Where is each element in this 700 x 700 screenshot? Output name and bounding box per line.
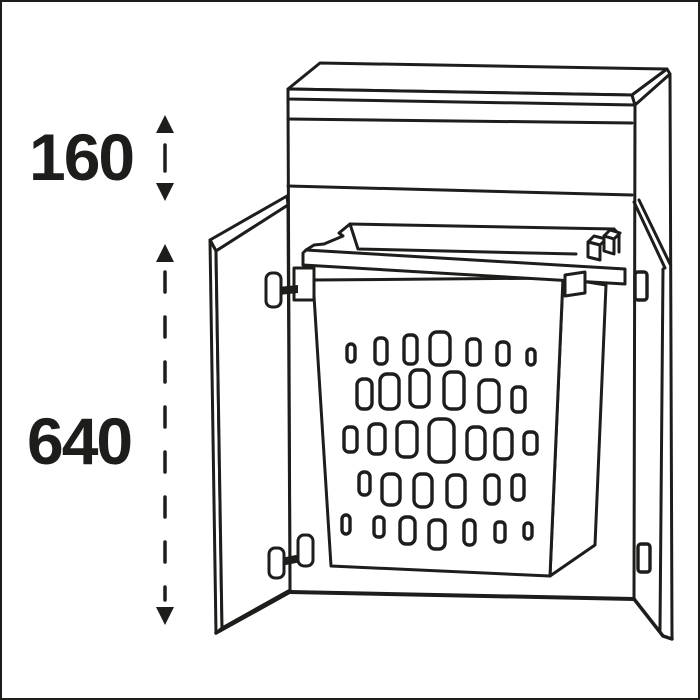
right-panel-inner-top-edge xyxy=(637,198,672,266)
basket-hole xyxy=(493,520,507,544)
basket-hole xyxy=(357,470,372,497)
basket-hole xyxy=(398,515,417,546)
left-door-open xyxy=(208,194,292,635)
basket-hole xyxy=(412,472,434,509)
door-inner-face xyxy=(214,203,292,630)
rail-cube-left-front xyxy=(586,240,602,262)
basket-hole xyxy=(465,425,487,461)
basket-hole xyxy=(510,385,527,414)
laundry-basket xyxy=(292,222,627,578)
right-panel-outer-edge xyxy=(668,72,674,641)
basket-hole xyxy=(340,513,352,536)
basket-hole xyxy=(442,370,466,411)
basket-hole xyxy=(345,342,357,364)
arrow-down-head xyxy=(156,183,174,201)
basket-holes-row3 xyxy=(342,417,539,464)
dimension-640: 640 xyxy=(27,244,174,625)
basket-hole xyxy=(525,347,537,367)
basket-hole xyxy=(373,336,389,366)
right-panel-inner-top-edge xyxy=(632,200,667,270)
rail-left-mount-block xyxy=(292,266,316,302)
rail-front-bar xyxy=(301,248,627,286)
basket-hole xyxy=(395,420,419,459)
hinge-top-bar xyxy=(278,285,298,295)
right-panel-front-edge xyxy=(632,103,637,599)
basket-hole xyxy=(495,340,511,367)
drawer-front-top-line xyxy=(286,117,634,125)
arrow-up-head xyxy=(156,115,174,133)
door-hinge-bottom xyxy=(267,533,315,580)
arrow-down-head xyxy=(156,607,174,625)
right-panel-bottom-diagonal xyxy=(632,597,674,641)
dimension-160: 160 xyxy=(29,115,174,201)
basket-hole xyxy=(408,368,431,409)
basket-hole xyxy=(477,378,501,414)
hinge-top-knob xyxy=(264,271,283,309)
basket-hole xyxy=(402,333,419,366)
right-panel-hinge-plate-bottom xyxy=(636,542,652,574)
right-panel-inner-back-edge xyxy=(658,267,665,632)
basket-hole xyxy=(445,473,467,509)
basket-hole xyxy=(427,518,447,551)
cabinet-bottom-line xyxy=(288,590,636,601)
rail-bracket xyxy=(563,270,587,298)
drawer-front-bottom-line xyxy=(286,184,634,197)
basket-hole xyxy=(493,427,514,461)
door-hinge-top xyxy=(264,271,298,309)
hinge-bottom-knob-door xyxy=(267,546,286,580)
basket-hole xyxy=(367,422,387,456)
rim-back-inner-edge xyxy=(348,222,578,256)
basket-hole xyxy=(355,377,374,411)
basket-holes-row1 xyxy=(345,330,537,367)
basket-hole xyxy=(342,425,359,454)
basket-hole xyxy=(380,472,402,507)
basket-holes-row4 xyxy=(357,470,526,509)
rail-cube-right-front xyxy=(602,234,616,256)
hinge-bottom-knob-carcass xyxy=(296,533,315,568)
basket-rim-rail xyxy=(292,222,627,302)
basket-hole xyxy=(428,330,452,367)
door-bottom-edge xyxy=(214,590,292,635)
arrow-up-head xyxy=(156,244,174,262)
basket-hole xyxy=(462,518,477,547)
dimension-640-label: 640 xyxy=(27,404,131,478)
basket-hole xyxy=(372,515,386,539)
basket-holes-row5 xyxy=(340,513,534,551)
basket-hole xyxy=(427,417,456,464)
basket-hole xyxy=(522,430,539,456)
dimension-160-label: 160 xyxy=(29,120,133,194)
rim-back-top-edge xyxy=(348,222,616,231)
basket-hole xyxy=(378,372,401,411)
basket-hole xyxy=(465,337,482,367)
basket-hole xyxy=(483,473,501,506)
right-panel-hinge-plate-top xyxy=(633,270,649,302)
basket-hole xyxy=(510,473,526,502)
rim-left-notch xyxy=(304,222,352,252)
hinge-bottom-bar xyxy=(281,554,301,566)
basket-hole xyxy=(522,521,534,541)
basket-holes-row2 xyxy=(355,368,527,414)
